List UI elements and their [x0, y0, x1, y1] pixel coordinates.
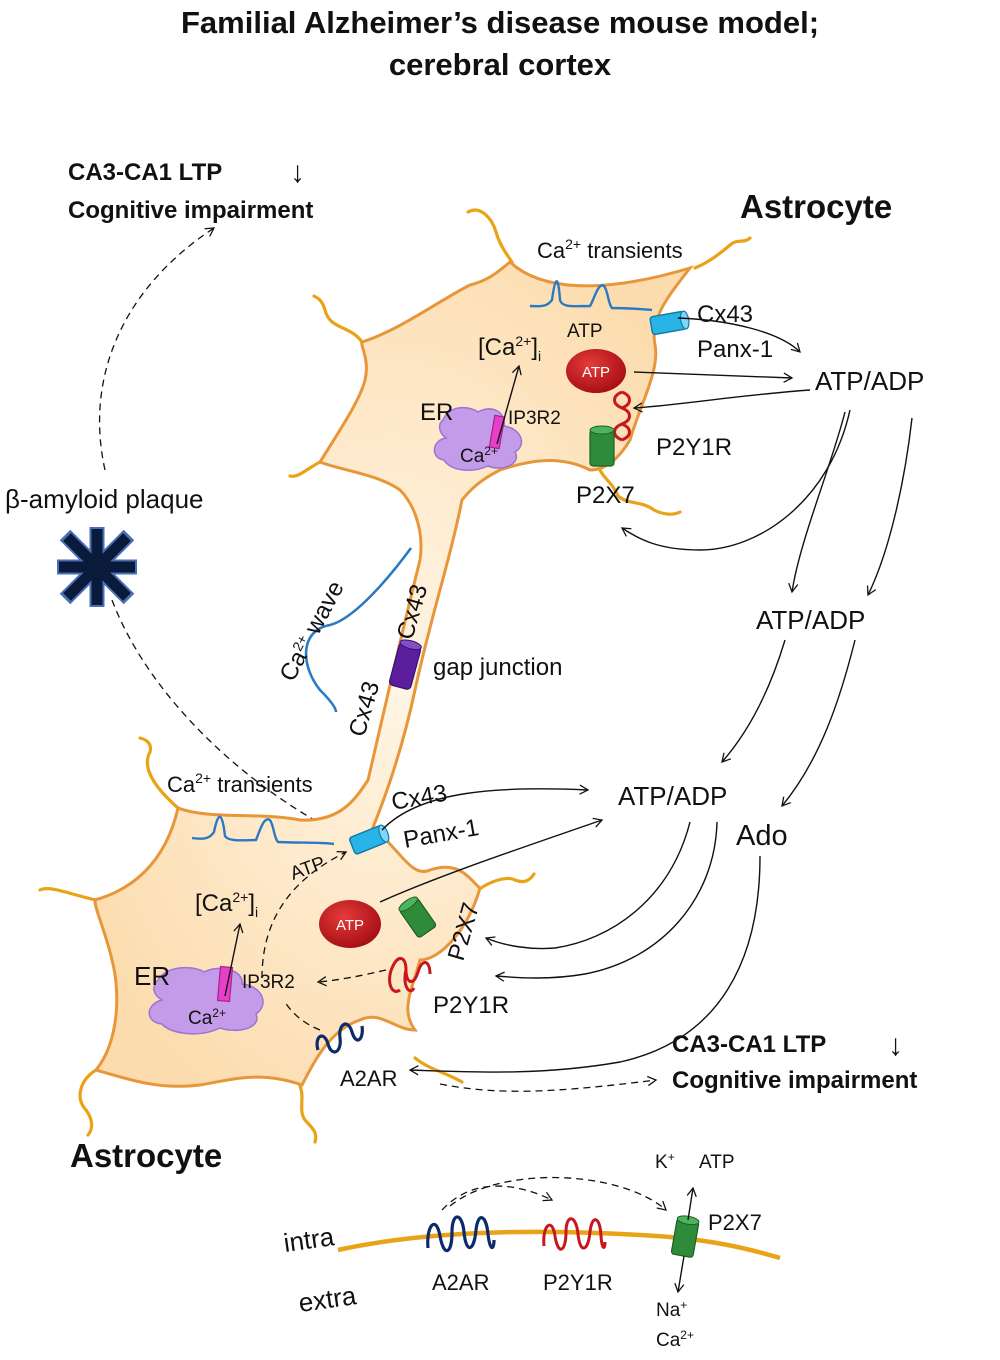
- top-cx43-channel-icon: [649, 310, 690, 336]
- arrow-atpadp1-to-p2y1r: [632, 389, 811, 413]
- top-ip3r2-to-ca-arrow: [496, 364, 522, 445]
- top-atp-vesicle-label: ATP: [582, 364, 610, 381]
- ca-wave-trace: [304, 547, 413, 713]
- top-er-ca-label: Ca2+: [460, 444, 498, 467]
- arrow-cx43-to-atpadp1: [677, 317, 801, 353]
- outcome-top-arrow-down-icon: ↓: [290, 156, 305, 189]
- dashed-arrow-a2ar-to-ip3r2: [284, 1001, 321, 1031]
- outcome-bottom-cognitive: Cognitive impairment: [672, 1067, 917, 1094]
- svg-text:Ca2+ transients: Ca2+ transients: [167, 770, 313, 797]
- top-ip3r2-channel-icon: [488, 414, 506, 450]
- bottom-p2y1r-receptor-icon: [388, 957, 432, 993]
- amyloid-plaque-icon: [57, 527, 137, 607]
- bottom-er-ca-label: Ca2+: [188, 1006, 226, 1029]
- inset-p2y1r-receptor-icon: [542, 1217, 607, 1251]
- arrow-atpadp3-to-p2y1r: [494, 821, 718, 982]
- bottom-er-label: ER: [134, 961, 170, 991]
- top-atp-vesicle-icon: ATP: [566, 349, 626, 393]
- top-p2y1r-label: P2Y1R: [656, 434, 732, 461]
- inset-p2y1r-label: P2Y1R: [543, 1270, 613, 1295]
- inset-p2x7-efflux-arrow: [686, 1186, 697, 1221]
- outcome-bottom-ltp: CA3-CA1 LTP: [672, 1031, 826, 1058]
- top-ca-transients-label: Ca2+ transients: [537, 236, 683, 263]
- arrow-vesicle-bottom-to-atpadp3: [379, 817, 604, 903]
- svg-text:Ca2+ transients: Ca2+ transients: [537, 236, 683, 263]
- outcome-top-ltp: CA3-CA1 LTP: [68, 159, 222, 186]
- bottom-a2ar-receptor-icon: [315, 1022, 364, 1054]
- bottom-cx43-label: Cx43: [389, 780, 449, 816]
- top-astrocyte-processes: [288, 208, 752, 516]
- outcome-bottom-arrow-down-icon: ↓: [888, 1029, 903, 1062]
- top-p2x7-label: P2X7: [576, 482, 635, 509]
- dashed-arrow-plaque-to-top-outcome: [98, 227, 216, 471]
- top-panx1-label: Panx-1: [697, 336, 773, 363]
- bottom-ca-i-label: [Ca2+]i: [195, 889, 258, 920]
- inset-dashed-arrow-a2ar-to-p2y1r: [441, 1185, 554, 1211]
- arrow-atpadp1-to-atpadp2-b: [866, 417, 913, 597]
- atp-adp-node-1: ATP/ADP: [815, 366, 924, 396]
- gap-junction-channel-icon: [388, 639, 422, 690]
- outcome-bottom: CA3-CA1 LTP ↓ Cognitive impairment: [672, 1029, 917, 1094]
- top-ip3r2-label: IP3R2: [508, 408, 561, 429]
- membrane-intra-label: intra: [282, 1221, 337, 1258]
- arrow-atpadp1-to-atpadp2-a: [788, 411, 846, 594]
- arrow-cx43-bottom-to-atpadp3: [381, 784, 590, 831]
- arrow-ado-to-a2ar: [408, 855, 761, 1076]
- ado-node: Ado: [736, 820, 788, 852]
- top-p2x7-channel-icon: [589, 425, 615, 467]
- bottom-panx1-label: Panx-1: [401, 814, 481, 854]
- top-atp-small-label: ATP: [567, 321, 603, 342]
- top-er-label: ER: [420, 399, 453, 426]
- bottom-p2x7-channel-icon: [398, 896, 437, 938]
- arrow-atpadp1-to-p2x7: [620, 409, 851, 551]
- bottom-er-icon: [148, 966, 264, 1035]
- inset-p2x7-label: P2X7: [708, 1210, 762, 1235]
- dashed-arrow-a2ar-to-bottom-outcome: [439, 1075, 658, 1092]
- top-cx43-label: Cx43: [697, 301, 753, 328]
- dashed-arrow-plaque-to-bottom-cx43: [111, 599, 348, 839]
- bottom-ca-transient-trace: [191, 815, 335, 846]
- outcome-top-cognitive: Cognitive impairment: [68, 197, 313, 224]
- dashed-arrow-p2y1r-to-ip3r2: [316, 969, 387, 987]
- dashed-arrow-ip3r2-to-atp: [261, 850, 348, 979]
- bottom-ip3r2-to-ca-arrow: [224, 922, 244, 997]
- figure-title-line2: cerebral cortex: [389, 47, 612, 82]
- outcome-top: CA3-CA1 LTP ↓ Cognitive impairment: [68, 156, 313, 224]
- bottom-atp-vesicle-icon: ATP: [319, 900, 381, 948]
- inset-na-label: Na+: [656, 1298, 687, 1321]
- atp-adp-node-2: ATP/ADP: [756, 605, 865, 635]
- bottom-atp-vesicle-label: ATP: [336, 917, 364, 934]
- arrow-vesicle-to-atpadp1: [633, 371, 794, 383]
- inset-p2x7-influx-arrow: [674, 1255, 685, 1294]
- inset-ca-label: Ca2+: [656, 1328, 694, 1351]
- inset-k-label: K+: [655, 1150, 675, 1173]
- bottom-ip3r2-label: IP3R2: [242, 972, 295, 993]
- plaque-label: β-amyloid plaque: [5, 484, 204, 514]
- bottom-ca-transients-label: Ca2+ transients: [167, 770, 313, 797]
- figure-title-line1: Familial Alzheimer’s disease mouse model…: [181, 5, 819, 40]
- top-ca-i-label: [Ca2+]i: [478, 333, 541, 364]
- top-astrocyte-name: Astrocyte: [740, 188, 892, 225]
- inset-dashed-arrow-a2ar-to-p2x7: [449, 1176, 667, 1211]
- arrow-atpadp2-to-atpadp3: [721, 639, 786, 763]
- arrow-atpadp2-to-ado: [781, 639, 856, 808]
- top-ca-transient-trace: [529, 280, 653, 312]
- bottom-p2y1r-label: P2Y1R: [433, 992, 509, 1019]
- arrow-atpadp3-to-p2x7: [484, 821, 691, 950]
- top-astrocyte-body: [93, 260, 695, 1088]
- inset-a2ar-receptor-icon: [426, 1215, 496, 1253]
- inset-atp-label: ATP: [699, 1152, 735, 1173]
- inset-a2ar-label: A2AR: [432, 1270, 489, 1295]
- gap-junction-label: gap junction: [433, 654, 562, 681]
- membrane-extra-label: extra: [297, 1280, 359, 1318]
- ca-wave-label: Ca2+ wave: [274, 577, 349, 686]
- membrane-line: [337, 1229, 781, 1261]
- bottom-cx43-channel-icon: [349, 824, 390, 855]
- bottom-astrocyte-name: Astrocyte: [70, 1137, 222, 1174]
- bottom-a2ar-label: A2AR: [340, 1066, 397, 1091]
- inset-p2x7-channel-icon: [670, 1215, 700, 1258]
- atp-adp-node-3: ATP/ADP: [618, 781, 727, 811]
